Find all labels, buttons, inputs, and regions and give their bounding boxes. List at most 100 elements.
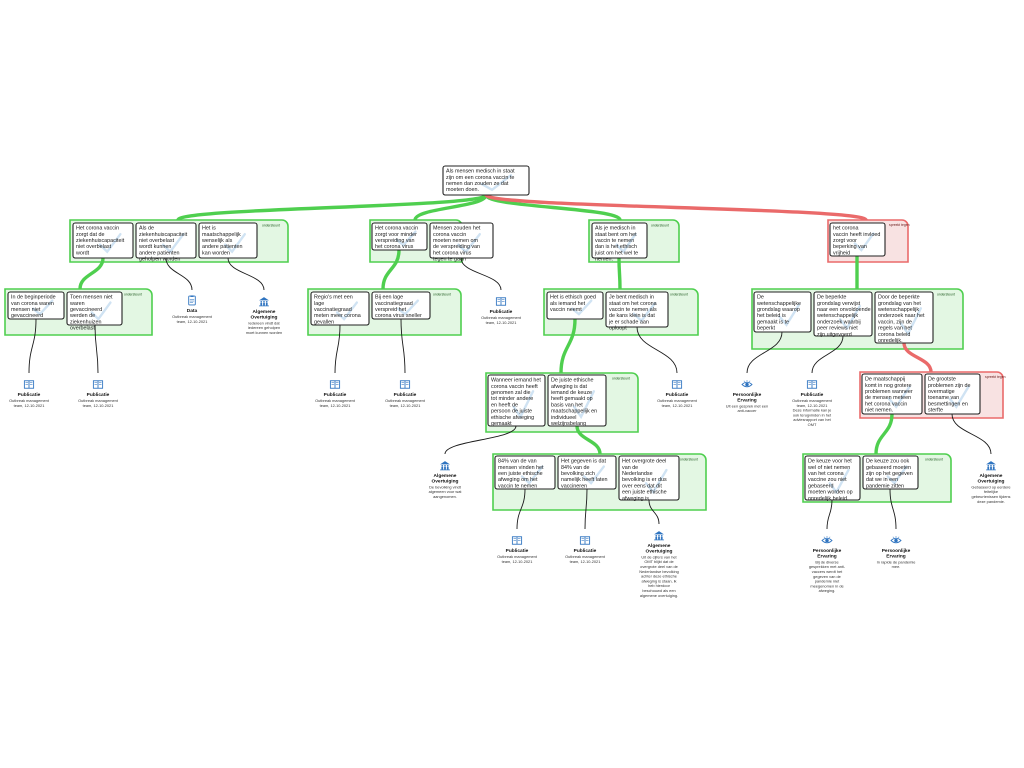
claim-box-a12[interactable]: Toen mensen nietwarengevaccineerdwerden … xyxy=(66,291,123,332)
claim-box-frame xyxy=(494,455,556,490)
claim-text-line: verspreiding van xyxy=(375,238,415,244)
evidence-connector xyxy=(444,425,517,455)
claim-text-line: oploopt xyxy=(609,326,627,332)
source-type-label: Publicatie xyxy=(506,548,529,554)
claim-text-line: vaccine zou niet xyxy=(808,477,847,483)
claim-text-line: overbelast xyxy=(70,326,95,332)
claim-box-frame xyxy=(371,222,428,251)
claim-box-frame xyxy=(135,222,197,259)
claim-box-b11[interactable]: Regio's met eenlagevaccinatiegraadmeten … xyxy=(310,291,370,326)
claim-box-frame xyxy=(618,455,680,501)
evidence-connector xyxy=(94,324,99,374)
checkmark-icon xyxy=(853,232,875,252)
claim-text-line: wetenschappelijk xyxy=(877,307,919,313)
claim-text-line: regels van het xyxy=(878,326,912,332)
evidence-connector xyxy=(227,257,265,291)
claim-text-line: andere patienten xyxy=(202,244,242,250)
checkmark-icon xyxy=(615,233,637,254)
claim-text-line: vaccin te nemen xyxy=(595,238,634,244)
claim-text-line: Wanneer iemand het xyxy=(491,378,541,384)
source-description-line: Uit de cijfers van het xyxy=(641,554,677,559)
source-type-label: Publicatie xyxy=(324,392,347,398)
claim-text-line: niet nemen. xyxy=(865,408,893,414)
claim-text-line: Door de beperkte xyxy=(878,295,920,301)
people-icon xyxy=(653,530,665,541)
support-connector xyxy=(176,193,488,222)
claim-text-line: Het is ethisch goed xyxy=(550,295,596,301)
source-description-line: ook terugvinden in het xyxy=(793,412,832,417)
claim-text-line: iemand de keuze xyxy=(551,390,592,396)
claim-text-line: en heeft de xyxy=(491,402,518,408)
claim-text-line: vaccin te nemen als xyxy=(609,307,657,313)
claim-box-frame xyxy=(591,222,648,259)
source-description-line: team, 12-10-2021 xyxy=(570,559,601,564)
oppose-group-tag: spreekt tegen xyxy=(985,375,1006,379)
claim-text-line: grondslag verwijst xyxy=(817,301,861,307)
claim-box-frame xyxy=(829,222,886,257)
claim-box-frame xyxy=(874,291,934,344)
claim-box-frame xyxy=(442,165,530,196)
claim-text-line: naar een onvoldoende xyxy=(817,307,871,313)
support-group-tag: ondersteunt xyxy=(680,458,698,462)
claim-text-line: als iemand het xyxy=(550,301,586,307)
claim-text-line: corona vaccin heeft xyxy=(491,384,538,390)
claim-text-line: besmettingen en xyxy=(928,401,968,407)
source-description-line: achter deze ethische xyxy=(641,574,677,579)
claim-text-line: De grootste xyxy=(928,377,956,383)
support-group-tag: ondersteunt xyxy=(937,293,955,297)
claim-text-line: Toen mensen niet xyxy=(70,295,113,301)
claim-text-line: vaccinatiegraad xyxy=(375,301,413,307)
claim-text-line: nemen. xyxy=(595,257,613,263)
claim-text-line: overmatige xyxy=(928,389,955,395)
checkmark-icon xyxy=(457,233,481,254)
evidence-connector xyxy=(28,318,37,374)
checkmark-icon xyxy=(480,174,513,192)
checkmark-icon xyxy=(395,230,417,247)
support-connector xyxy=(413,194,488,221)
claim-text-line: De beperkte xyxy=(817,295,846,301)
source-description-line: anti-vaccer xyxy=(737,408,757,413)
claim-text-line: Als mensen medisch in staat xyxy=(446,169,515,175)
